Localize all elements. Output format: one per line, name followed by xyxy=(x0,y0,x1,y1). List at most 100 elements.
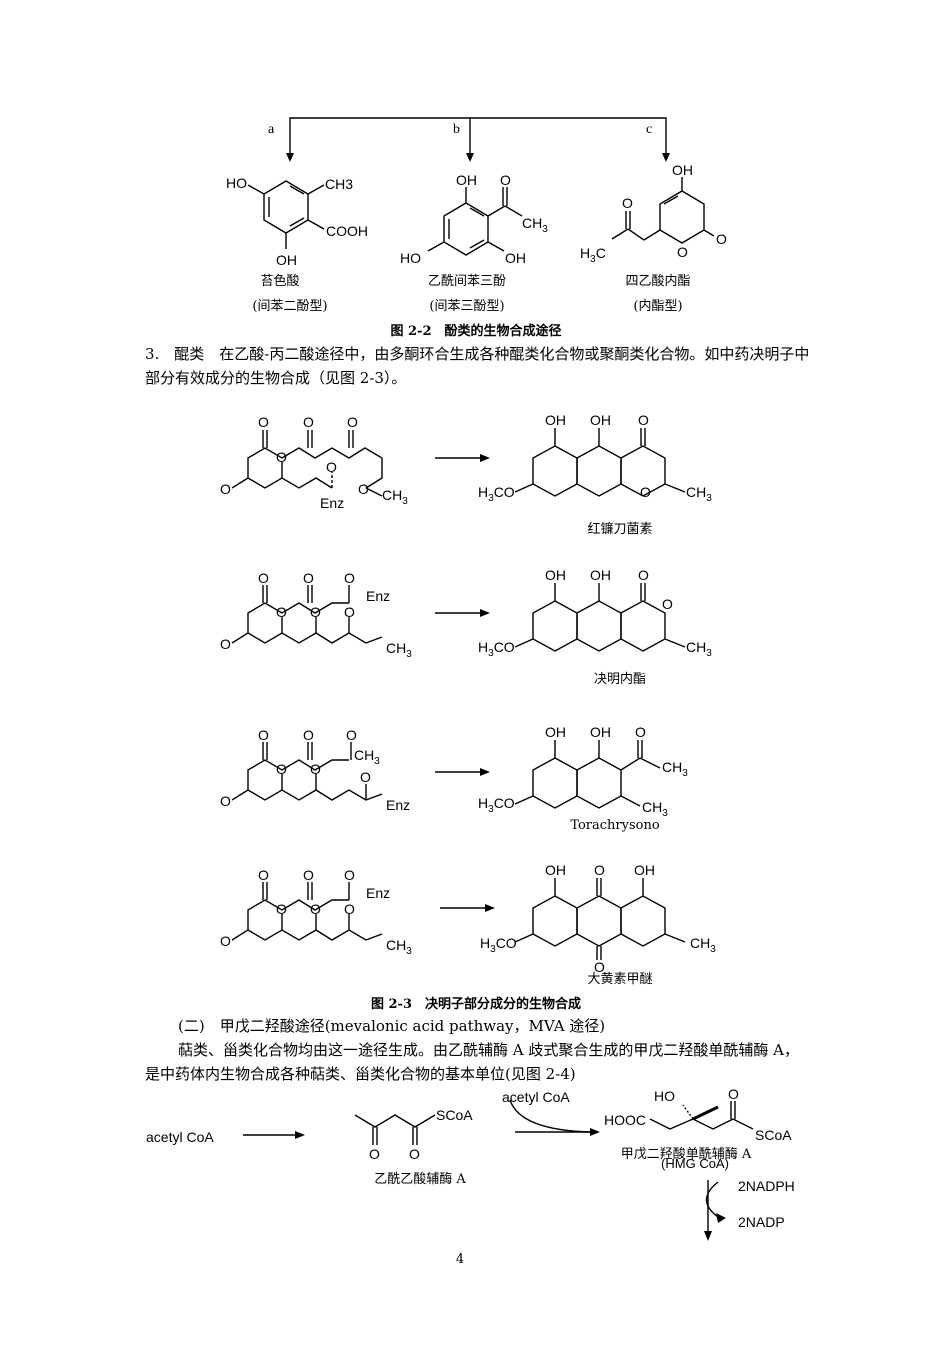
svg-text:SCoA: SCoA xyxy=(755,1127,792,1143)
svg-text:Enz: Enz xyxy=(320,495,344,511)
svg-text:O: O xyxy=(276,901,287,917)
tetraacetic-acid-lactone-structure xyxy=(611,177,715,244)
svg-text:OH: OH xyxy=(590,724,611,740)
svg-text:O: O xyxy=(303,727,314,743)
svg-text:O: O xyxy=(716,231,727,247)
svg-text:O: O xyxy=(220,793,231,809)
svg-text:OH: OH xyxy=(672,162,693,178)
svg-text:OH: OH xyxy=(545,412,566,428)
page-number: 4 xyxy=(455,1252,465,1267)
branch-b: b xyxy=(453,122,460,137)
svg-text:OH: OH xyxy=(545,862,566,878)
svg-text:O: O xyxy=(662,596,673,612)
compound-name: 苔色酸 xyxy=(260,274,300,289)
svg-text:CH3: CH3 xyxy=(686,484,712,504)
svg-text:OH: OH xyxy=(590,567,611,583)
branch-a: a xyxy=(268,122,275,137)
svg-text:O: O xyxy=(358,481,369,497)
hmg-coa-name: 甲戊二羟酸单酰辅酶 A xyxy=(620,1147,752,1162)
svg-text:O: O xyxy=(303,414,314,430)
svg-text:CH3: CH3 xyxy=(354,747,380,767)
svg-text:O: O xyxy=(276,761,287,777)
svg-text:O: O xyxy=(258,570,269,586)
svg-text:HOOC: HOOC xyxy=(604,1112,646,1128)
hmg-coa-abbr: (HMG CoA) xyxy=(661,1156,729,1171)
svg-text:O: O xyxy=(310,761,321,777)
svg-text:O: O xyxy=(344,867,355,883)
svg-text:HO: HO xyxy=(654,1088,675,1104)
figure-2-2: a b c HO CH3 COOH OH OH O CH3 HO OH xyxy=(226,117,727,268)
section-heading: (二) 甲戊二羟酸途径(mevalonic acid pathway，MVA 途… xyxy=(178,1017,606,1035)
svg-text:OH: OH xyxy=(634,862,655,878)
svg-text:O: O xyxy=(220,481,231,497)
svg-text:acetyl CoA: acetyl CoA xyxy=(502,1089,570,1105)
svg-text:O: O xyxy=(409,1146,420,1162)
svg-text:O: O xyxy=(677,244,688,260)
svg-text:O: O xyxy=(344,570,355,586)
compound-type: (内酯型) xyxy=(633,299,683,314)
svg-text:HO: HO xyxy=(226,175,247,191)
svg-text:O: O xyxy=(258,414,269,430)
svg-text:OH: OH xyxy=(590,412,611,428)
svg-text:O: O xyxy=(369,1146,380,1162)
svg-text:O: O xyxy=(258,727,269,743)
product-name: 大黄素甲醚 xyxy=(587,972,653,987)
svg-text:O: O xyxy=(347,414,358,430)
svg-text:O: O xyxy=(360,769,371,785)
svg-text:CH3: CH3 xyxy=(690,935,716,955)
svg-text:O: O xyxy=(500,172,511,188)
svg-text:OH: OH xyxy=(545,567,566,583)
svg-text:H3CO: H3CO xyxy=(478,639,515,659)
svg-text:HO: HO xyxy=(400,250,421,266)
svg-text:O: O xyxy=(310,901,321,917)
orsellinic-acid-structure xyxy=(247,180,325,249)
svg-text:CH3: CH3 xyxy=(522,215,548,235)
svg-text:O: O xyxy=(622,195,633,211)
svg-text:CH3: CH3 xyxy=(662,759,688,779)
svg-text:O: O xyxy=(326,459,337,475)
svg-text:Enz: Enz xyxy=(366,885,390,901)
svg-text:2NADPH: 2NADPH xyxy=(738,1178,795,1194)
svg-text:OH: OH xyxy=(456,172,477,188)
branch-c: c xyxy=(646,122,652,137)
svg-text:SCoA: SCoA xyxy=(436,1107,473,1123)
svg-text:O: O xyxy=(258,867,269,883)
svg-text:O: O xyxy=(594,862,605,878)
svg-text:O: O xyxy=(303,570,314,586)
svg-text:O: O xyxy=(220,636,231,652)
svg-text:OH: OH xyxy=(276,252,297,268)
mva-paragraph: 萜类、甾类化合物均由这一途径生成。由乙酰辅酶 A 歧式聚合生成的甲戊二羟酸单酰辅… xyxy=(145,1041,799,1083)
product-name: 决明内酯 xyxy=(593,672,646,687)
compound-name: 四乙酸内酯 xyxy=(625,274,691,289)
svg-text:Enz: Enz xyxy=(366,588,390,604)
section-3-paragraph: 3. 醌类 在乙酸-丙二酸途径中，由多酮环合生成各种醌类化合物或聚酮类化合物。如… xyxy=(145,345,810,387)
figure-caption: 图 2-2 酚类的生物合成途径 xyxy=(390,324,562,339)
svg-text:O: O xyxy=(635,724,646,740)
svg-text:H3CO: H3CO xyxy=(478,795,515,815)
svg-text:acetyl CoA: acetyl CoA xyxy=(146,1129,214,1145)
svg-text:CH3: CH3 xyxy=(386,937,412,957)
svg-text:O: O xyxy=(310,604,321,620)
svg-text:CH3: CH3 xyxy=(642,799,668,819)
svg-text:O: O xyxy=(594,959,605,975)
figure-caption: 图 2-3 决明子部分成分的生物合成 xyxy=(370,997,581,1012)
svg-text:O: O xyxy=(638,412,649,428)
compound-type: (间苯二酚型) xyxy=(252,299,328,314)
svg-text:O: O xyxy=(276,604,287,620)
compound-type: (间苯三酚型) xyxy=(429,299,505,314)
svg-text:O: O xyxy=(303,867,314,883)
svg-text:2NADP: 2NADP xyxy=(738,1214,785,1230)
svg-text:OH: OH xyxy=(545,724,566,740)
svg-text:O: O xyxy=(638,567,649,583)
compound-name: 乙酰间苯三酚 xyxy=(427,274,506,289)
svg-text:H3CO: H3CO xyxy=(480,935,517,955)
svg-text:Enz: Enz xyxy=(386,797,410,813)
svg-text:OH: OH xyxy=(505,250,526,266)
svg-text:O: O xyxy=(220,933,231,949)
svg-text:O: O xyxy=(344,901,355,917)
svg-text:O: O xyxy=(276,449,287,465)
